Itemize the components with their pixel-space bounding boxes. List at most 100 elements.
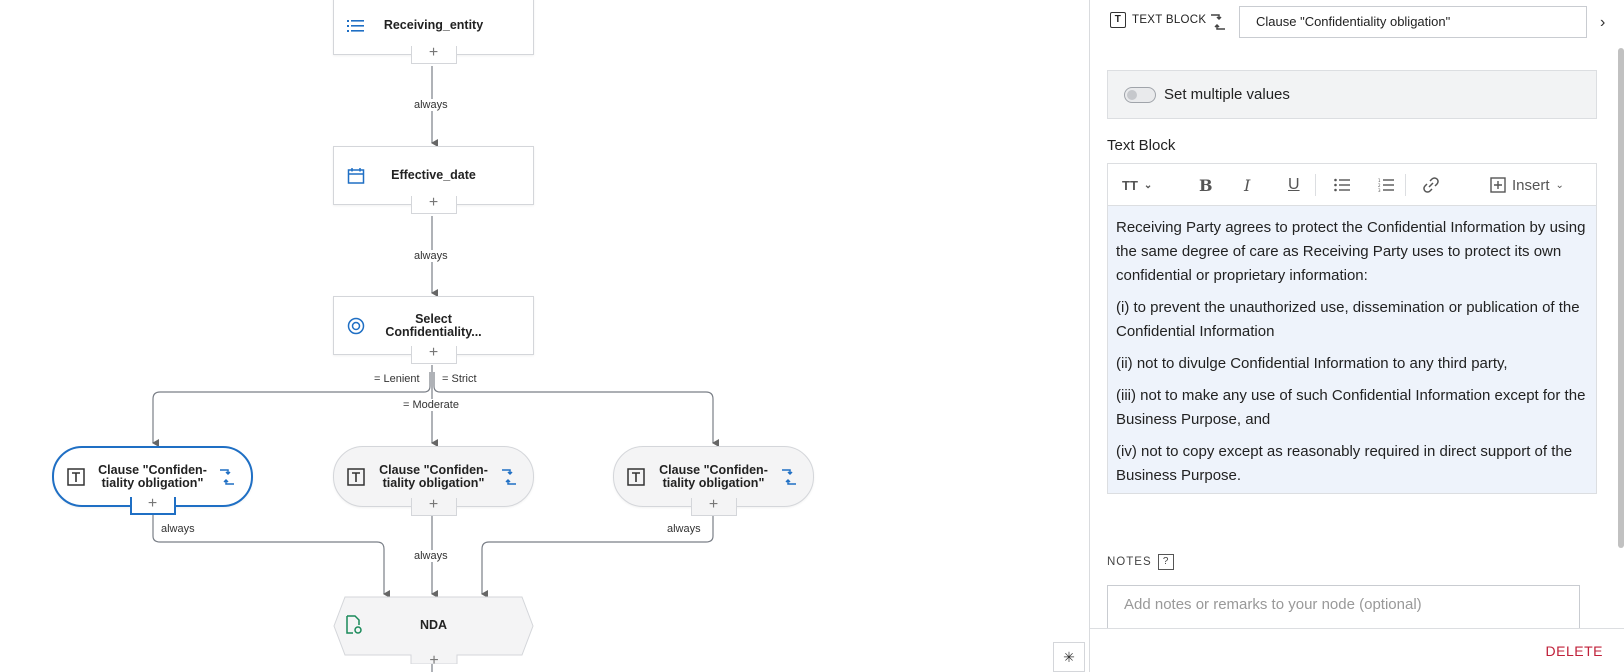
multiple-values-label: Set multiple values: [1164, 86, 1290, 103]
nda-node-shape: [333, 596, 534, 664]
node-clause-lenient[interactable]: Clause "Confiden-tiality obligation" +: [52, 446, 253, 515]
panel-footer: DELETE: [1090, 628, 1624, 672]
node-title-line2: tiality obligation": [662, 475, 765, 490]
link-icon[interactable]: [1422, 174, 1440, 196]
edge-select-lenient: [152, 372, 431, 447]
node-title: Clause "Confiden-tiality obligation": [614, 462, 813, 490]
node-effective-date[interactable]: Effective_date +: [333, 146, 534, 214]
paragraph: (i) to prevent the unauthorized use, dis…: [1116, 299, 1580, 340]
add-node-button[interactable]: +: [429, 652, 439, 669]
properties-panel: T TEXT BLOCK Clause "Confidentiality obl…: [1089, 0, 1624, 672]
svg-text:3: 3: [1378, 188, 1381, 192]
text-block-icon: T: [1110, 12, 1126, 28]
node-title: NDA: [419, 618, 448, 632]
node-title: Clause "Confiden-tiality obligation": [334, 462, 533, 490]
notes-label: NOTES: [1107, 556, 1152, 568]
radio-select-icon: [346, 316, 366, 336]
node-title-line1: Clause "Confiden-: [98, 462, 207, 477]
bold-button[interactable]: B: [1199, 175, 1213, 195]
node-type: T TEXT BLOCK: [1110, 12, 1206, 28]
underline-button[interactable]: U: [1288, 176, 1300, 193]
edge-label-always: always: [412, 99, 450, 111]
chevron-down-icon: ⌄: [1143, 179, 1153, 191]
edge-label-always: always: [159, 523, 197, 535]
edge-label-moderate: = Moderate: [401, 399, 461, 411]
node-title-line2: tiality obligation": [382, 475, 485, 490]
node-title-input[interactable]: Clause "Confidentiality obligation": [1239, 6, 1587, 38]
text-size-icon: TT: [1122, 177, 1138, 193]
node-receiving-entity[interactable]: Receiving_entity +: [333, 0, 534, 64]
text-size-button[interactable]: TT ⌄: [1122, 174, 1152, 196]
node-type-label: TEXT BLOCK: [1132, 14, 1207, 26]
node-title: Effective_date: [391, 168, 476, 182]
edge-label-lenient: = Lenient: [372, 373, 422, 385]
notes-input[interactable]: Add notes or remarks to your node (optio…: [1107, 585, 1580, 628]
node-title-line1: Clause "Confiden-: [659, 462, 768, 477]
svg-text:1: 1: [1378, 178, 1381, 183]
node-title-line1: Select: [415, 311, 452, 326]
text-block-icon: [346, 467, 366, 487]
notes-header: NOTES ?: [1107, 554, 1174, 570]
paragraph: (iii) not to make any use of such Confid…: [1116, 387, 1586, 428]
insert-label: Insert: [1512, 176, 1550, 194]
add-node-button[interactable]: +: [410, 345, 457, 364]
paragraph: Receiving Party agrees to protect the Co…: [1116, 219, 1586, 284]
toolbar-divider: [1405, 174, 1406, 196]
node-title: Receiving_entity: [383, 18, 484, 32]
flow-canvas[interactable]: Receiving_entity + Effective_date + Sele…: [0, 0, 1089, 672]
paragraph: (iv) not to copy except as reasonably re…: [1116, 443, 1573, 484]
calendar-icon: [346, 166, 366, 186]
node-nda[interactable]: NDA +: [333, 596, 534, 669]
node-clause-moderate[interactable]: Clause "Confiden-tiality obligation" +: [333, 446, 534, 516]
chevron-right-icon[interactable]: ›: [1600, 14, 1606, 31]
node-clause-strict[interactable]: Clause "Confiden-tiality obligation" +: [613, 446, 814, 516]
edge-strict-nda: [481, 515, 714, 598]
swap-node-icon[interactable]: [1208, 12, 1228, 32]
flow-edges: [152, 66, 719, 672]
italic-button[interactable]: I: [1244, 175, 1251, 195]
sparkle-icon: ✳: [1063, 648, 1075, 665]
edge-select-strict: [433, 372, 719, 447]
chevron-down-icon: ⌄: [1555, 179, 1564, 191]
canvas-settings-button[interactable]: ✳: [1053, 642, 1085, 672]
plus-square-icon: [1490, 177, 1506, 193]
edge-label-always: always: [412, 250, 450, 262]
editor-content[interactable]: Receiving Party agrees to protect the Co…: [1108, 206, 1596, 493]
add-node-button[interactable]: +: [410, 45, 457, 64]
add-node-button[interactable]: +: [129, 496, 176, 515]
multiple-values-box: Set multiple values: [1107, 70, 1597, 119]
paragraph: (ii) not to divulge Confidential Informa…: [1116, 355, 1508, 372]
sync-icon[interactable]: [779, 467, 799, 487]
toolbar-divider: [1315, 174, 1316, 196]
node-title: Clause "Confiden-tiality obligation": [54, 462, 251, 490]
edge-lenient-nda: [152, 515, 390, 598]
node-title-line2: Confidentiality...: [385, 324, 482, 339]
svg-text:2: 2: [1378, 183, 1381, 188]
help-icon[interactable]: ?: [1157, 554, 1174, 570]
text-block-icon: [626, 467, 646, 487]
edge-label-always: always: [412, 550, 450, 562]
delete-button[interactable]: DELETE: [1545, 643, 1603, 659]
sync-icon[interactable]: [499, 467, 519, 487]
text-block-label: Text Block: [1107, 137, 1176, 154]
document-gear-icon: [345, 615, 363, 640]
add-node-button[interactable]: +: [410, 195, 457, 214]
add-node-button[interactable]: +: [410, 497, 457, 516]
panel-scrollbar[interactable]: [1618, 48, 1624, 548]
panel-header: T TEXT BLOCK Clause "Confidentiality obl…: [1090, 0, 1624, 44]
sync-icon[interactable]: [217, 467, 237, 487]
insert-menu-button[interactable]: Insert ⌄: [1490, 174, 1564, 196]
list-icon: [346, 16, 366, 36]
multiple-values-toggle[interactable]: [1124, 86, 1156, 103]
node-title-line1: Clause "Confiden-: [379, 462, 488, 477]
edge-label-strict: = Strict: [440, 373, 479, 385]
bullet-list-icon[interactable]: [1334, 174, 1350, 196]
add-node-button[interactable]: +: [690, 497, 737, 516]
text-block-icon: [66, 467, 86, 487]
node-title-line2: tiality obligation": [101, 475, 204, 490]
